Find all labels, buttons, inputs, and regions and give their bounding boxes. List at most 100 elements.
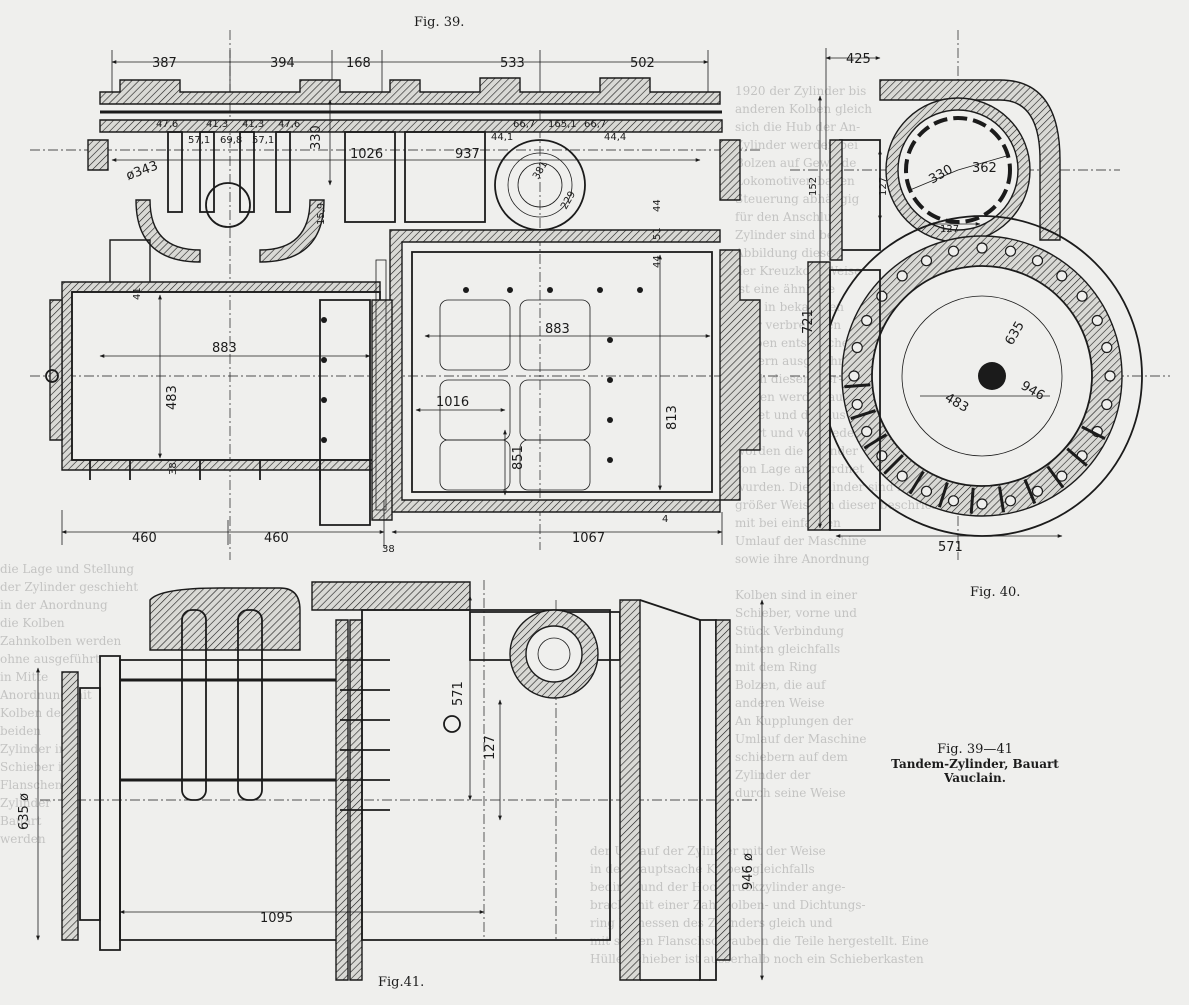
- dim-38-b: 38: [382, 544, 395, 555]
- bolt-hole: [1104, 370, 1116, 382]
- dim-883-right: 883: [545, 322, 570, 337]
- dim-721: 721: [801, 309, 816, 334]
- fig39: [30, 30, 780, 560]
- ghost-text-bottom-column: der Umlauf der Zylinder mit der Weise in…: [590, 844, 929, 966]
- dim-168: 168: [346, 56, 371, 71]
- bolt-hole: [848, 370, 860, 382]
- dim-460-a: 460: [132, 531, 157, 546]
- dim-152: 152: [808, 177, 819, 196]
- bolt-hole: [1076, 290, 1088, 302]
- fig39-labels: Fig. 39. 387 394 168 533 502 47,6 41,3 4…: [124, 15, 680, 555]
- dim-635-fig41: 635 ø: [17, 793, 32, 830]
- bolt-hole: [920, 255, 933, 267]
- flange-rib: [883, 454, 904, 475]
- bolt-hole: [896, 470, 908, 482]
- dim-47-6-a: 47,6: [156, 119, 178, 130]
- dim-38-a: 38: [168, 462, 179, 475]
- dim-4: 4: [662, 514, 668, 525]
- flange-rib: [908, 470, 925, 495]
- flange-rib: [1023, 478, 1037, 505]
- flange-rib: [1081, 425, 1106, 441]
- flange-rib: [850, 409, 876, 421]
- dim-1026: 1026: [350, 147, 383, 162]
- dim-362: 362: [972, 161, 997, 176]
- flange-rib: [863, 433, 888, 450]
- fig40: [790, 30, 1170, 560]
- dim-229: 229: [559, 189, 578, 211]
- dim-425: 425: [846, 52, 871, 67]
- bolt-hole: [976, 242, 988, 254]
- bolt-hole: [896, 270, 908, 282]
- dim-57-1-b: 57,1: [252, 135, 274, 146]
- fig41: [36, 580, 764, 981]
- bolt-hole: [1101, 341, 1113, 354]
- fig41-label: Fig.41.: [378, 975, 424, 990]
- dim-937: 937: [455, 147, 480, 162]
- caption-line-1: Fig. 39—41: [937, 742, 1013, 757]
- dim-44-4: 44,4: [604, 132, 626, 143]
- bolt-hole: [1101, 398, 1113, 411]
- bolt-hole: [1056, 470, 1068, 482]
- bolt-hole: [1004, 495, 1017, 507]
- bolt-hole: [1056, 270, 1068, 282]
- dim-460-b: 460: [264, 531, 289, 546]
- bolt-hole: [1004, 245, 1017, 257]
- flange-rib: [998, 486, 1006, 513]
- dim-51: 51: [652, 227, 663, 240]
- flange-rib: [1066, 447, 1088, 467]
- dim-127-fig41: 127: [483, 735, 498, 760]
- figure-caption: Fig. 39—41 Tandem-Zylinder, Bauart Vaucl…: [860, 742, 1090, 785]
- bolt-hole: [947, 495, 960, 507]
- dim-127-b: 127: [940, 224, 959, 235]
- dim-394: 394: [270, 56, 295, 71]
- flange-rib: [844, 383, 871, 389]
- dim-165-1: 165,1: [548, 119, 577, 130]
- dim-41-3-a: 41,3: [206, 119, 228, 130]
- flange-rib: [1046, 465, 1065, 489]
- bolt-hole: [861, 314, 873, 327]
- dim-381: 381: [531, 159, 550, 181]
- dim-41: 41: [132, 287, 143, 300]
- dim-851: 851: [511, 445, 526, 470]
- bolt-hole: [876, 290, 888, 302]
- bolt-hole: [876, 450, 888, 462]
- fig39-label: Fig. 39.: [414, 15, 464, 30]
- dim-66-7-b: 66,7: [584, 119, 606, 130]
- bolt-hole: [1031, 255, 1044, 267]
- fig41-labels: 571 635 ø 127 946 ø 1095 Fig.41.: [17, 681, 756, 990]
- bolt-hole: [947, 245, 960, 257]
- dim-1067: 1067: [572, 531, 605, 546]
- flange-rib: [937, 482, 949, 508]
- dim-66-7-a: 66,7: [513, 119, 535, 130]
- bolt-hole: [861, 425, 873, 438]
- caption-line-2: Tandem-Zylinder, Bauart Vauclain.: [891, 757, 1059, 785]
- dim-502: 502: [630, 56, 655, 71]
- bolt-hole: [1091, 314, 1103, 327]
- bolt-hole: [851, 341, 863, 354]
- dim-483: 483: [165, 385, 180, 410]
- dim-533: 533: [500, 56, 525, 71]
- dim-57-1-a: 57,1: [188, 135, 210, 146]
- dim-47-6-b: 47,6: [278, 119, 300, 130]
- dim-127-a: 127: [878, 177, 889, 196]
- fig40-bolt-circle: [844, 242, 1116, 514]
- dim-44: 44: [652, 199, 663, 212]
- dim-44-1: 44,1: [491, 132, 513, 143]
- bolt-hole: [851, 398, 863, 411]
- dim-883-left: 883: [212, 341, 237, 356]
- dim-44b: 44: [652, 255, 663, 268]
- dim-387: 387: [152, 56, 177, 71]
- dim-d343: ø343: [124, 158, 160, 183]
- dim-1095: 1095: [260, 911, 293, 926]
- dim-571-fig41: 571: [451, 681, 466, 706]
- dim-330: 330: [309, 125, 324, 150]
- dim-571-fig40: 571: [938, 540, 963, 555]
- bolt-hole: [976, 498, 988, 510]
- dim-1016: 1016: [436, 395, 469, 410]
- dim-69-8: 69,8: [220, 135, 242, 146]
- dim-813: 813: [665, 405, 680, 430]
- dim-15-9: 15,9: [316, 203, 327, 225]
- bolt-hole: [920, 485, 933, 497]
